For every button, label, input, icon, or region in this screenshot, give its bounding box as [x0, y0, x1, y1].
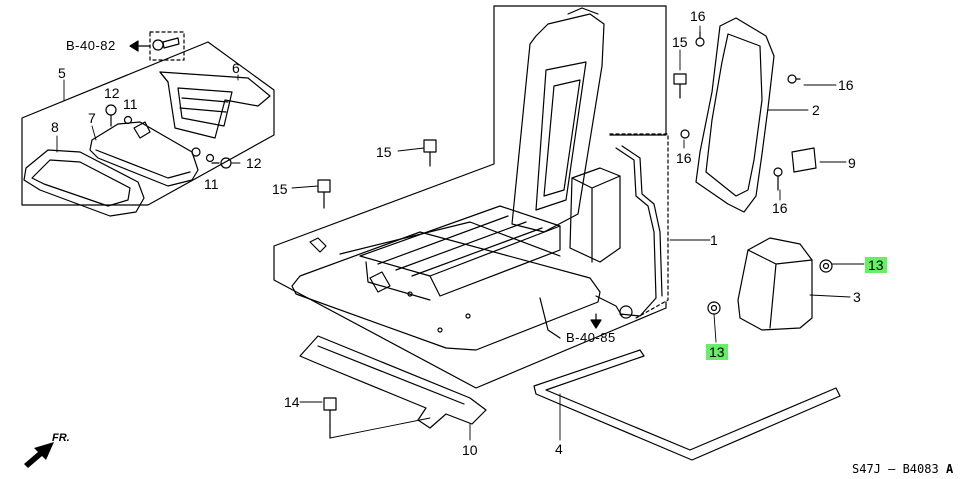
label-plate-part-9: [791, 147, 817, 173]
reference-bottom-center[interactable]: B-40-85: [566, 330, 616, 345]
callout-6[interactable]: 6: [232, 60, 240, 76]
seat-back-frame: [511, 7, 605, 233]
screws-16: [680, 31, 801, 191]
callout-16b[interactable]: 16: [838, 77, 854, 93]
armrest-part-7: [89, 121, 199, 187]
callout-11b[interactable]: 11: [204, 176, 219, 192]
cover-part-3: [737, 237, 813, 331]
seat-base-plate: [291, 221, 601, 351]
armrest-assembly-box: [21, 41, 275, 206]
callout-4[interactable]: 4: [555, 441, 563, 457]
armrest-pad-part-8: [23, 149, 145, 217]
callout-9[interactable]: 9: [848, 155, 856, 171]
reference-top-left[interactable]: B-40-82: [66, 38, 116, 53]
callout-16a[interactable]: 16: [690, 8, 706, 24]
callout-16d[interactable]: 16: [772, 200, 788, 216]
lower-bracket-part-10: [299, 335, 487, 429]
callout-13a[interactable]: 13: [865, 257, 887, 273]
callout-5[interactable]: 5: [58, 65, 66, 81]
front-label: FR.: [52, 432, 70, 444]
callout-2[interactable]: 2: [812, 102, 820, 118]
callout-7[interactable]: 7: [88, 110, 96, 126]
seal-strip-part-4: [533, 349, 841, 461]
bolt-top-left: [149, 31, 185, 61]
callout-16c[interactable]: 16: [676, 150, 692, 166]
diagram-code: S47J – B4083 A: [852, 462, 954, 476]
bolt-14: [323, 397, 337, 439]
callout-12b[interactable]: 12: [246, 155, 262, 171]
callout-15a[interactable]: 15: [672, 34, 688, 50]
reference-arrows: [129, 40, 602, 329]
fasteners-11-12: [105, 104, 232, 169]
seat-rails: [359, 205, 561, 301]
armrest-bracket: [159, 71, 271, 139]
side-shield-part-2: [695, 17, 775, 213]
callout-3[interactable]: 3: [853, 289, 861, 305]
clips-13: [707, 259, 833, 315]
callout-14[interactable]: 14: [284, 394, 300, 410]
bolts-15: [317, 73, 687, 209]
leader-lines: [56, 25, 865, 441]
seat-frame-box: [273, 5, 667, 389]
wiring-harness: [309, 133, 669, 339]
callout-8[interactable]: 8: [51, 119, 59, 135]
callout-10[interactable]: 10: [462, 442, 478, 458]
callout-12a[interactable]: 12: [104, 85, 120, 101]
seat-motor-housing: [569, 167, 621, 263]
front-arrow-icon: [24, 442, 54, 468]
callout-11a[interactable]: 11: [123, 96, 138, 112]
callout-13b[interactable]: 13: [706, 344, 728, 360]
callout-15c[interactable]: 15: [272, 181, 288, 197]
callout-15b[interactable]: 15: [376, 144, 392, 160]
callout-1[interactable]: 1: [710, 232, 718, 248]
